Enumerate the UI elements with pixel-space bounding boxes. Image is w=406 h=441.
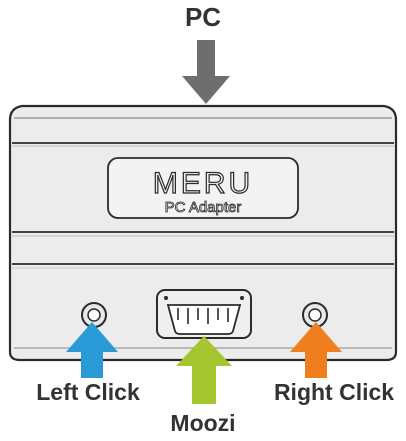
left-click-arrow-icon — [66, 322, 118, 378]
up-arrow-icon — [290, 322, 342, 378]
down-arrow-icon — [182, 40, 230, 104]
left-jack — [81, 302, 107, 328]
brand-subtitle: PC Adapter — [165, 199, 242, 216]
right-click-arrow-icon — [290, 322, 342, 378]
pc-arrow-icon — [182, 40, 230, 104]
right-jack — [302, 302, 328, 328]
up-arrow-icon — [66, 322, 118, 378]
pc-label: PC — [184, 2, 222, 32]
moozi-label: Moozi — [170, 410, 236, 436]
brand-plate: MERU PC Adapter — [107, 157, 299, 219]
left-click-label: Left Click — [36, 379, 140, 405]
right-click-label: Right Click — [273, 379, 395, 405]
up-arrow-icon — [176, 336, 232, 404]
brand-name: MERU — [153, 167, 253, 200]
moozi-arrow-icon — [176, 336, 232, 404]
db9-connector-icon — [156, 289, 252, 339]
